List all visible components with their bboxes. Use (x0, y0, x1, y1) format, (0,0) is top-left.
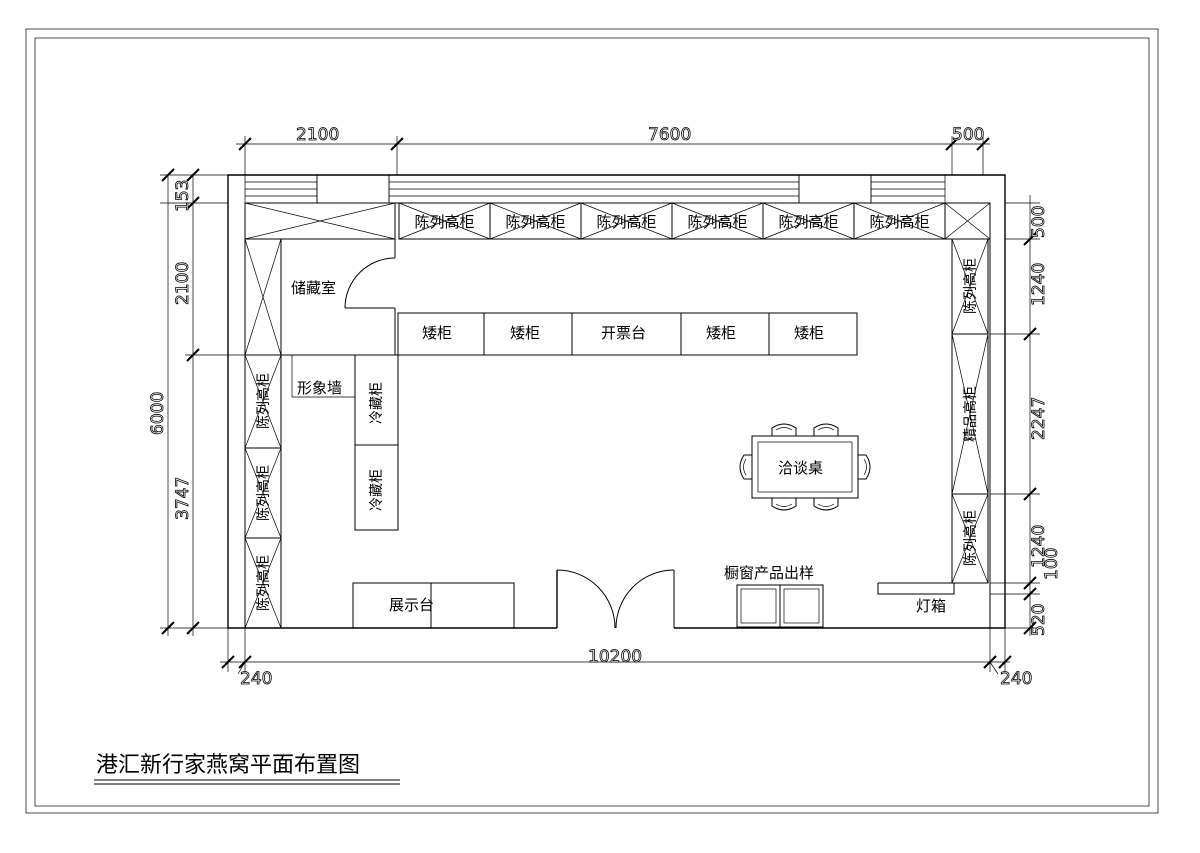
top-display-cabinet-1: 陈列高柜 (398, 202, 491, 240)
image-wall-label: 形象墙 (297, 379, 342, 397)
boutique-cabinet-label: 精品高柜 (962, 386, 979, 442)
dim-right-1240a: 1240 (1029, 263, 1049, 306)
window-samples: 橱窗产品出样 (724, 564, 824, 628)
dim-left-3747: 3747 (173, 477, 193, 520)
low-cabinet-2-label: 矮柜 (510, 324, 540, 342)
dim-right-500: 500 (1029, 206, 1049, 238)
fridge-1-label: 冷藏柜 (369, 382, 385, 424)
dimension-lines (160, 136, 1040, 675)
top-display-cabinet-label: 陈列高柜 (505, 213, 565, 231)
top-display-cabinet-5: 陈列高柜 (762, 202, 855, 240)
fridge-cabinets: 冷藏柜 冷藏柜 (354, 354, 399, 531)
dim-top-7600: 7600 (648, 125, 691, 145)
dim-right-100: 100 (1042, 548, 1062, 580)
top-window-strips (244, 174, 946, 204)
top-display-cabinets: 陈列高柜 陈列高柜 陈列高柜 陈列高柜 陈列高柜 陈列高柜 (398, 202, 946, 240)
low-cabinet-3-label: 矮柜 (706, 324, 736, 342)
top-display-cabinet-3: 陈列高柜 (580, 202, 673, 240)
low-cabinet-1-label: 矮柜 (422, 324, 452, 342)
dim-top-500: 500 (952, 125, 984, 145)
showcase: 展示台 (352, 582, 515, 629)
dim-left-2100: 2100 (173, 262, 193, 305)
storage-room-label: 储藏室 (291, 279, 336, 297)
showcase-label: 展示台 (389, 596, 434, 614)
dimension-labels: 2100 7600 500 153 2100 6000 3747 500 124… (148, 125, 1063, 690)
right-cabinets: 陈列高柜 精品高柜 陈列高柜 (944, 202, 991, 584)
fridge-2-label: 冷藏柜 (369, 469, 385, 511)
outer-frame (25, 28, 1159, 814)
dim-bottom-240-left: 240 (240, 669, 272, 689)
light-box-label: 灯箱 (916, 597, 946, 615)
dim-left-153: 153 (173, 180, 193, 212)
window-samples-label: 橱窗产品出样 (724, 564, 814, 582)
right-cabinet-2-label: 陈列高柜 (962, 510, 979, 566)
top-display-cabinet-label: 陈列高柜 (414, 213, 474, 231)
dim-bottom-240-right: 240 (1000, 669, 1032, 689)
storage-room: 储藏室 (244, 202, 396, 356)
top-display-cabinet-label: 陈列高柜 (687, 213, 747, 231)
top-display-cabinet-2: 陈列高柜 (489, 202, 582, 240)
dim-right-1240b: 1240 (1029, 525, 1049, 568)
cashier-label: 开票台 (601, 324, 646, 342)
negotiation-table-label: 洽谈桌 (778, 459, 823, 477)
entrance-doors (556, 569, 675, 629)
inner-frame (34, 37, 1150, 807)
low-cabinet-4-label: 矮柜 (794, 324, 824, 342)
dim-right-520: 520 (1029, 604, 1049, 636)
top-display-cabinet-label: 陈列高柜 (869, 213, 929, 231)
top-display-cabinet-4: 陈列高柜 (671, 202, 764, 240)
dim-bottom-10200: 10200 (588, 647, 642, 667)
drawing-title: 港汇新行家燕窝平面布置图 (94, 753, 400, 785)
top-display-cabinet-label: 陈列高柜 (596, 213, 656, 231)
left-cabinet-2-label: 陈列高柜 (255, 465, 272, 521)
top-display-cabinet-label: 陈列高柜 (778, 213, 838, 231)
light-box: 灯箱 (877, 582, 955, 615)
left-cabinet-3-label: 陈列高柜 (255, 555, 272, 611)
outer-walls (227, 174, 1006, 629)
left-cabinet-1-label: 陈列高柜 (255, 373, 272, 429)
dim-left-6000: 6000 (148, 392, 168, 435)
negotiation-table: 洽谈桌 (739, 423, 871, 511)
left-display-cabinets: 陈列高柜 陈列高柜 陈列高柜 (244, 354, 282, 629)
low-cabinet-row: 矮柜 矮柜 开票台 矮柜 矮柜 (397, 312, 858, 356)
dim-right-2247: 2247 (1029, 397, 1049, 440)
top-display-cabinet-6: 陈列高柜 (853, 202, 946, 240)
dim-top-2100: 2100 (296, 125, 339, 145)
image-wall: 形象墙 (291, 355, 355, 398)
right-cabinet-1-label: 陈列高柜 (962, 258, 979, 314)
title-text: 港汇新行家燕窝平面布置图 (96, 753, 360, 778)
